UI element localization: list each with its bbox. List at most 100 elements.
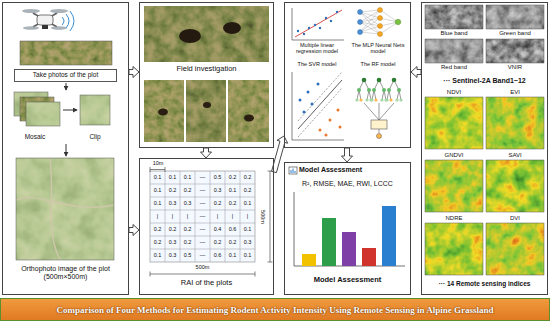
index-map [425, 160, 483, 212]
table-cell: 0.2 [240, 171, 255, 184]
process-panel: Field investigation [139, 2, 274, 148]
rai-grid [150, 171, 255, 262]
table-cell: 0.3 [210, 184, 225, 197]
table-cell: 0.6 [210, 249, 225, 262]
index-map [486, 97, 544, 149]
table-cell: | [240, 210, 255, 223]
table-cell: 0.2 [225, 197, 240, 210]
table-cell: | [180, 210, 195, 223]
table-cell: — [195, 171, 210, 184]
svr-plot [317, 83, 320, 86]
table-cell: 0.5 [210, 171, 225, 184]
table-cell: 0.4 [210, 223, 225, 236]
flow-arrow [63, 83, 77, 156]
table-cell: 0.2 [210, 236, 225, 249]
table-cell: 0.2 [150, 236, 165, 249]
table-cell: 0.2 [210, 197, 225, 210]
svr-plot [298, 72, 342, 121]
model-label: Multiple linear regression model [287, 42, 347, 55]
burrow-photo [144, 6, 269, 142]
bar-chart [294, 192, 405, 266]
drone-illustration [23, 26, 39, 30]
mosaic-tiles [80, 95, 110, 125]
svr-plot [311, 103, 314, 106]
svr-plot [292, 72, 344, 140]
regression-plot [295, 10, 342, 37]
assessment-icon [291, 169, 295, 174]
dimension-label: 500m [180, 264, 225, 270]
drone-illustration [42, 25, 48, 29]
random-forest [377, 134, 382, 139]
table-cell: — [195, 236, 210, 249]
flow-arrow [63, 110, 77, 111]
table-cell: 0.6 [225, 223, 240, 236]
burrow-photo [179, 29, 201, 43]
drone-illustration [22, 9, 74, 31]
table-cell: | [210, 210, 225, 223]
aerial-photo [20, 41, 112, 65]
svr-plot [299, 99, 302, 102]
table-cell: | [150, 210, 165, 223]
svr-plot [319, 129, 322, 132]
process-panel: Blue bandGreen bandRed bandVNIR··· Senti… [421, 2, 548, 295]
panel-title: Model Assessment [299, 166, 399, 174]
index-map [425, 97, 544, 275]
flow-arrow [66, 144, 67, 156]
table-cell: 0.3 [180, 197, 195, 210]
svr-plot [298, 88, 342, 137]
title-banner: Comparison of Four Methods for Estimatin… [0, 298, 550, 321]
process-panel: MosaicClipOrthophoto image of the plot (… [2, 2, 129, 295]
svr-plot [307, 91, 310, 94]
table-cell: — [195, 210, 210, 223]
mlp-network [358, 10, 363, 35]
assessment-icon [289, 167, 297, 174]
svr-plot [292, 72, 344, 140]
table-cell: — [195, 184, 210, 197]
index-map [425, 97, 483, 149]
band-label: Red band [424, 64, 484, 71]
regression-plot [336, 11, 338, 13]
random-forest [385, 78, 402, 102]
band-label: Blue band [424, 30, 484, 37]
process-panel: Model AssessmentR², RMSE, MAE, RWI, LCCC… [284, 162, 411, 295]
regression-plot [292, 8, 344, 40]
burrow-photo [144, 80, 184, 142]
title-text: Comparison of Four Methods for Estimatin… [56, 305, 493, 315]
table-cell: 0.2 [225, 171, 240, 184]
table-cell: 0.1 [240, 249, 255, 262]
flow-arrow [342, 148, 353, 162]
regression-plot [330, 20, 332, 22]
band-label: Green band [485, 30, 545, 37]
mlp-network [395, 19, 401, 25]
bar-chart [302, 254, 316, 266]
drone-illustration [51, 26, 67, 30]
sentinel-band-image [486, 5, 544, 29]
dimension-line [150, 272, 255, 277]
drone-illustration [33, 13, 57, 27]
step-label: Clip [72, 133, 118, 140]
index-label: GNDVI [424, 152, 484, 159]
flow-arrow [129, 67, 139, 78]
table-cell: 0.3 [165, 236, 180, 249]
sentinel-band-image [425, 5, 544, 63]
table-cell: — [195, 197, 210, 210]
table-cell: 0.1 [150, 197, 165, 210]
index-label: NDRE [424, 215, 484, 222]
table-cell: 0.2 [225, 236, 240, 249]
drone-illustration [37, 15, 53, 25]
table-cell: | [225, 210, 240, 223]
table-cell: 0.5 [180, 249, 195, 262]
table-cell: 0.2 [165, 223, 180, 236]
table-cell: 0.3 [240, 236, 255, 249]
model-label: The RF model [348, 61, 408, 67]
regression-plot [292, 8, 344, 40]
bar-chart [342, 232, 356, 266]
burrow-photo [186, 80, 226, 142]
svr-plot [298, 80, 342, 129]
table-cell: 0.2 [180, 223, 195, 236]
random-forest [364, 103, 394, 133]
sentinel-band-image [425, 5, 483, 29]
sentinel-band-image [425, 39, 483, 63]
